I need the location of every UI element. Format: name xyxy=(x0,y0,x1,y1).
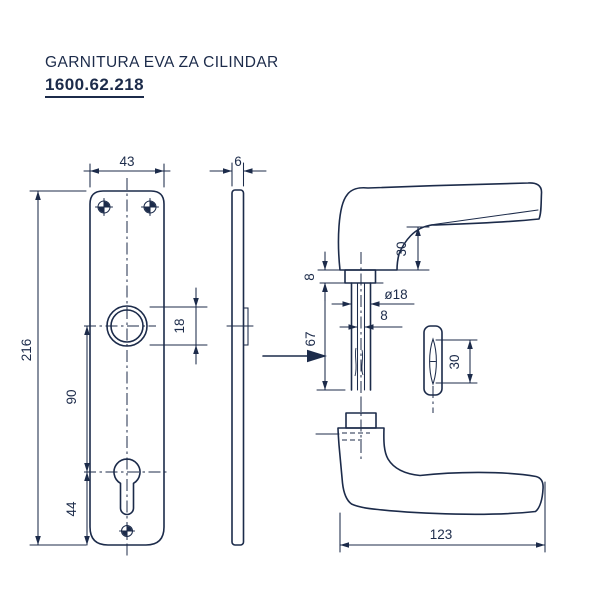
dim-label-grip-height: 30 xyxy=(447,354,462,369)
dim-label-plate-thickness: 6 xyxy=(234,154,242,169)
plate-outline xyxy=(89,190,165,546)
handle-side-outline xyxy=(337,427,544,516)
dim-label-collar-height: 8 xyxy=(302,273,317,281)
cylinder-keyhole xyxy=(113,458,141,516)
plate-front-view: 43 216 90 44 xyxy=(19,154,208,557)
plate-side-view: 6 xyxy=(209,154,267,546)
screw-hole-top-right xyxy=(140,197,160,217)
dim-label-cylinder-to-bottom: 44 xyxy=(64,501,79,517)
dim-label-neck-height: 30 xyxy=(394,241,409,256)
dim-neck-diameter: ø18 xyxy=(331,287,415,307)
dim-handle-hole: 18 xyxy=(149,287,208,365)
dim-grip-height: 30 xyxy=(435,339,478,384)
dim-spindle-length: 67 xyxy=(303,282,328,391)
screw-hole-top-left xyxy=(94,197,114,217)
collar xyxy=(344,269,377,284)
dim-label-neck-diameter: ø18 xyxy=(384,287,407,302)
dim-label-plate-width: 43 xyxy=(119,154,134,169)
neck-lines xyxy=(350,282,372,391)
handle-top-view: 30 8 67 ø18 xyxy=(302,182,543,412)
handle-top-inner-edge xyxy=(429,209,539,226)
grip-section-view: 30 xyxy=(423,325,478,413)
dim-handle-length: 123 xyxy=(339,481,546,553)
view-direction-arrow xyxy=(262,349,327,363)
dim-spindle-square: 8 xyxy=(339,308,403,330)
spindle-lines xyxy=(356,282,366,391)
product-name: GARNITURA EVA ZA CILINDAR xyxy=(45,54,279,71)
handle-side-view: 123 xyxy=(315,398,546,553)
dim-label-handle-length: 123 xyxy=(430,527,453,542)
handle-top-outline xyxy=(337,182,543,271)
dim-cylinder-to-bottom: 44 xyxy=(64,471,90,546)
grip-section-lens xyxy=(429,337,437,386)
dim-label-spindle-length: 67 xyxy=(303,331,318,346)
dim-label-spindle-square: 8 xyxy=(380,308,388,323)
break-lines xyxy=(354,347,364,377)
dim-collar-height: 8 xyxy=(302,251,328,302)
dim-label-handle-to-cylinder: 90 xyxy=(64,389,79,404)
dim-neck-height: 30 xyxy=(394,226,430,271)
dim-plate-height: 216 xyxy=(19,190,87,546)
title-block: GARNITURA EVA ZA CILINDAR 1600.62.218 xyxy=(45,54,279,98)
screw-hole-bottom xyxy=(118,522,136,540)
dim-handle-to-cylinder: 90 xyxy=(64,325,90,473)
dim-label-plate-height: 216 xyxy=(19,339,34,362)
dim-plate-width: 43 xyxy=(83,154,171,188)
hidden-square-hole xyxy=(342,432,370,441)
product-code: 1600.62.218 xyxy=(45,75,144,98)
dim-plate-thickness: 6 xyxy=(209,154,267,187)
dim-label-handle-hole: 18 xyxy=(172,318,187,333)
plate-side-outline xyxy=(231,189,245,546)
